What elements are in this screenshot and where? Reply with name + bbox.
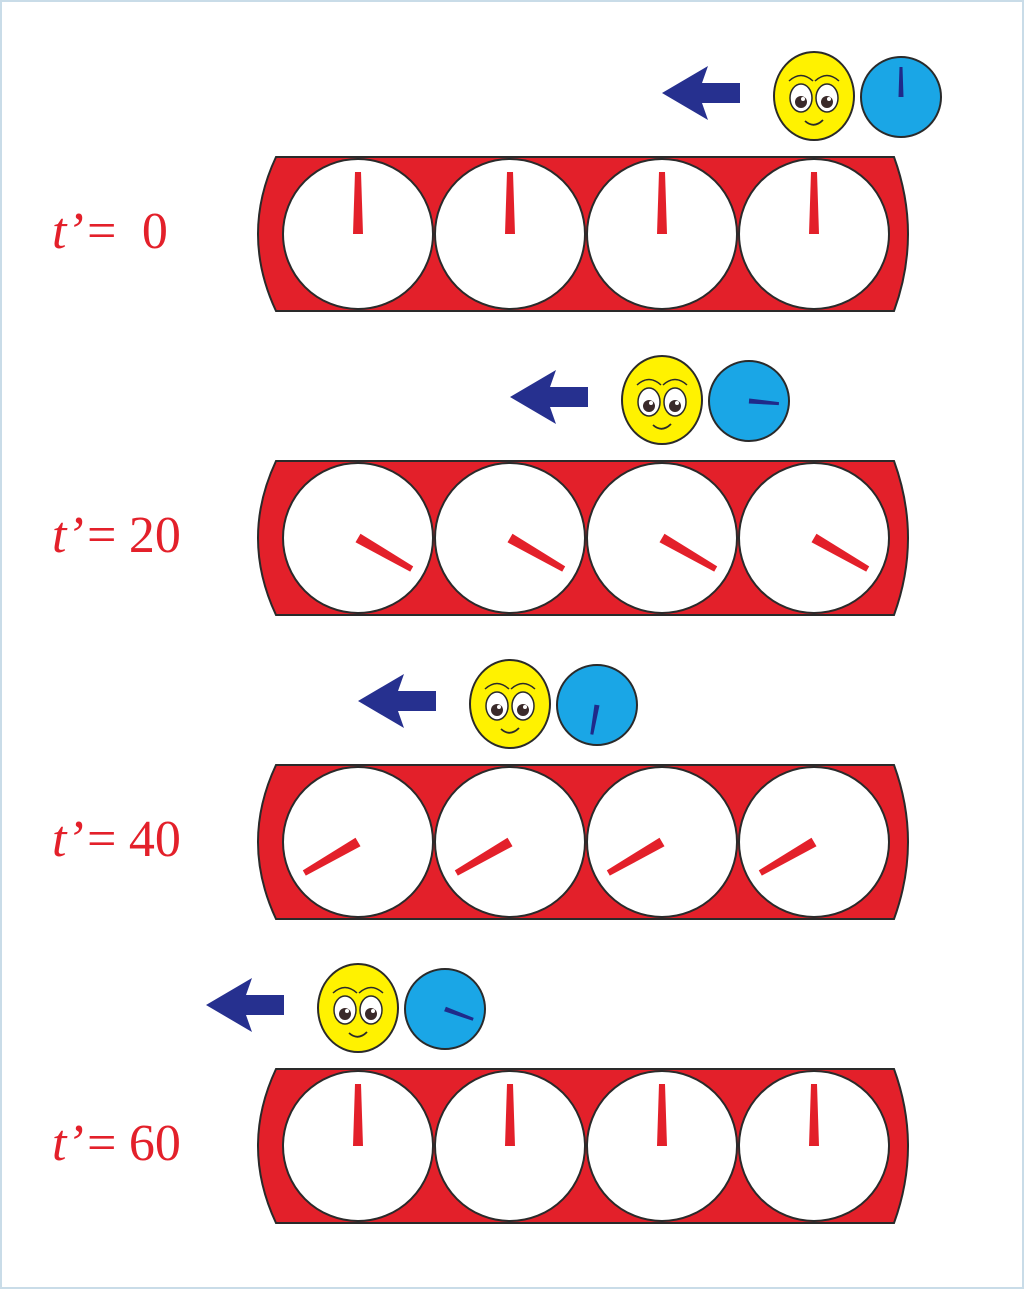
time-label: t’=40 — [52, 811, 181, 868]
time-row: t’= 0 — [52, 51, 942, 312]
rail-clock-hand — [355, 533, 414, 572]
smiley-face-icon — [469, 659, 551, 749]
time-label: t’=20 — [52, 507, 181, 564]
time-label-prefix: t’= — [52, 507, 119, 564]
moving-clock-hand — [898, 67, 904, 97]
arrow-left-icon — [662, 66, 740, 120]
time-row: t’=40 — [52, 659, 909, 920]
rail-clock-hand — [454, 837, 513, 876]
rail-clock-hand — [505, 172, 515, 234]
time-label-prefix: t’= — [52, 203, 119, 260]
smiley-face-icon — [773, 51, 855, 141]
rail-clock-hand — [353, 1084, 363, 1146]
smiley-face-icon — [317, 963, 399, 1053]
time-label-value: 60 — [129, 1115, 181, 1172]
moving-clock-hand — [590, 704, 600, 735]
time-row: t’=60 — [52, 963, 909, 1224]
time-label: t’=60 — [52, 1115, 181, 1172]
time-label-value: 40 — [129, 811, 181, 868]
rows-layer: t’= 0t’=20t’=40t’=60 — [52, 51, 942, 1224]
rail-clock-hand — [809, 1084, 819, 1146]
rail-clock-hand — [353, 172, 363, 234]
rail-clock-hand — [507, 533, 566, 572]
rail-clock-hand — [657, 172, 667, 234]
rail-clock-hand — [811, 533, 870, 572]
rail-clock-hand — [505, 1084, 515, 1146]
time-label: t’= 0 — [52, 203, 168, 260]
smiley-face-icon — [621, 355, 703, 445]
time-row: t’=20 — [52, 355, 909, 616]
rail-clock-hand — [659, 533, 718, 572]
arrow-left-icon — [358, 674, 436, 728]
time-label-prefix: t’= — [52, 811, 119, 868]
rail-clock-hand — [809, 172, 819, 234]
rail-clock-hand — [657, 1084, 667, 1146]
time-label-value: 0 — [129, 203, 168, 260]
rail-clock-hand — [302, 837, 361, 876]
rail-clock-hand — [606, 837, 665, 876]
time-label-value: 20 — [129, 507, 181, 564]
moving-clock-hand — [444, 1006, 474, 1021]
time-label-prefix: t’= — [52, 1115, 119, 1172]
arrow-left-icon — [510, 370, 588, 424]
rail-clock-hand — [758, 837, 817, 876]
moving-clock-hand — [748, 398, 779, 406]
arrow-left-icon — [206, 978, 284, 1032]
